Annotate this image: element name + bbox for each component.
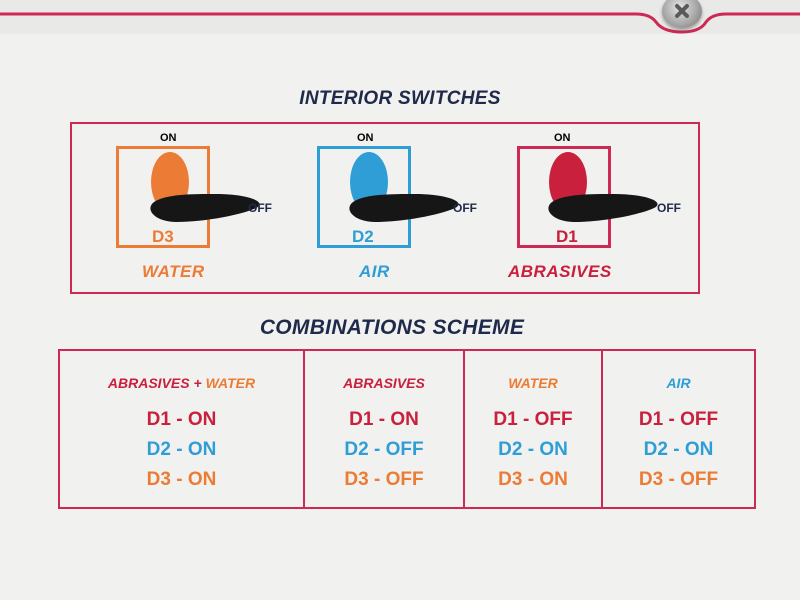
combo-header-part: ABRASIVES (343, 375, 425, 391)
combo-column-header: ABRASIVES (305, 375, 463, 391)
combo-line-d3: D3 - ON (498, 469, 568, 490)
combo-column: WATER D1 - OFF D2 - ON D3 - ON (465, 351, 603, 507)
switch-code-label: D3 (152, 227, 174, 246)
switch-name-label: ABRASIVES (508, 262, 612, 281)
combo-line-d2: D2 - OFF (344, 439, 424, 460)
combo-line-d1: D1 - ON (349, 409, 419, 430)
combo-column-header: AIR (603, 375, 754, 391)
switch-off-label: OFF (248, 201, 272, 215)
combinations-table: ABRASIVES + WATER D1 - ON D2 - ON D3 - O… (58, 349, 756, 509)
combo-column: ABRASIVES + WATER D1 - ON D2 - ON D3 - O… (60, 351, 305, 507)
toggle-lever-icon[interactable] (530, 150, 665, 230)
combo-line-d3: D3 - ON (146, 469, 217, 490)
combo-header-part: WATER (205, 375, 256, 391)
combo-header-part: ABRASIVES (107, 375, 190, 391)
combo-line-d2: D2 - ON (643, 439, 714, 460)
switch-on-label: ON (357, 132, 374, 144)
toggle-lever-icon[interactable] (331, 150, 466, 230)
combo-column: AIR D1 - OFF D2 - ON D3 - OFF (603, 351, 754, 507)
combo-header-part: WATER (508, 375, 558, 391)
combo-lines: D1 - ON D2 - ON D3 - ON (60, 405, 303, 495)
combo-lines: D1 - ON D2 - OFF D3 - OFF (305, 405, 463, 495)
interior-switches-title: INTERIOR SWITCHES (299, 88, 501, 109)
combo-column-header: ABRASIVES + WATER (60, 375, 303, 391)
combo-header-part: + (189, 375, 206, 391)
combo-lines: D1 - OFF D2 - ON D3 - OFF (603, 405, 754, 495)
combo-column: ABRASIVES D1 - ON D2 - OFF D3 - OFF (305, 351, 465, 507)
combo-line-d2: D2 - ON (146, 439, 217, 460)
switch-name-label: WATER (142, 262, 205, 281)
switch-code-label: D2 (352, 227, 374, 246)
combo-line-d2: D2 - ON (498, 439, 568, 460)
panel-top-edge (0, 0, 800, 34)
switch-off-label: OFF (657, 201, 681, 215)
switch-abrasives: ON OFF D1 ABRASIVES (502, 124, 702, 294)
interior-switches-panel: ON OFF D3 WATER ON OFF D2 AIR ON OFF D1 … (70, 122, 700, 294)
switch-on-label: ON (554, 132, 571, 144)
combo-header-part: AIR (666, 375, 691, 391)
combo-line-d1: D1 - OFF (638, 409, 719, 430)
switch-off-label: OFF (453, 201, 477, 215)
combo-line-d1: D1 - OFF (493, 409, 573, 430)
toggle-lever-icon[interactable] (132, 150, 267, 230)
switch-water: ON OFF D3 WATER (102, 124, 302, 294)
switch-on-label: ON (160, 132, 177, 144)
combo-column-header: WATER (465, 375, 601, 391)
switch-name-label: AIR (359, 262, 390, 281)
combo-lines: D1 - OFF D2 - ON D3 - ON (465, 405, 601, 495)
screw-icon (662, 0, 702, 28)
switch-air: ON OFF D2 AIR (305, 124, 505, 294)
switch-code-label: D1 (556, 227, 578, 246)
combo-line-d3: D3 - OFF (344, 469, 424, 490)
combinations-title: COMBINATIONS SCHEME (259, 316, 525, 339)
combo-line-d3: D3 - OFF (638, 469, 719, 490)
combo-line-d1: D1 - ON (146, 409, 217, 430)
